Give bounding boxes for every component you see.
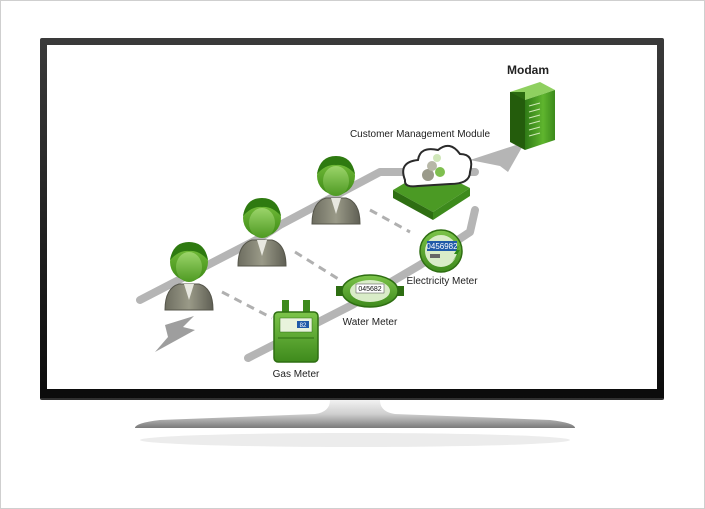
water-meter-icon: 045682 <box>336 274 404 308</box>
gas-meter-icon: 82 <box>273 300 319 363</box>
electricity-reading: 0456982 <box>426 242 458 251</box>
monitor-stand <box>135 400 575 428</box>
water-meter-label: Water Meter <box>343 317 398 328</box>
dashed-connectors <box>221 208 411 320</box>
electricity-meter-label: Electricity Meter <box>406 276 478 287</box>
gas-reading: 82 <box>300 323 307 329</box>
gas-meter-label: Gas Meter <box>273 369 320 380</box>
water-reading: 045682 <box>358 286 381 293</box>
electricity-meter-icon: 0456982 <box>419 229 463 273</box>
module-label: Customer Management Module <box>350 129 491 140</box>
server-label: Modam <box>507 63 549 77</box>
flow-arrow-server <box>470 142 525 172</box>
flow-arrow-entry <box>155 316 195 352</box>
server-icon <box>510 82 555 150</box>
cloud-module-icon <box>393 144 473 220</box>
